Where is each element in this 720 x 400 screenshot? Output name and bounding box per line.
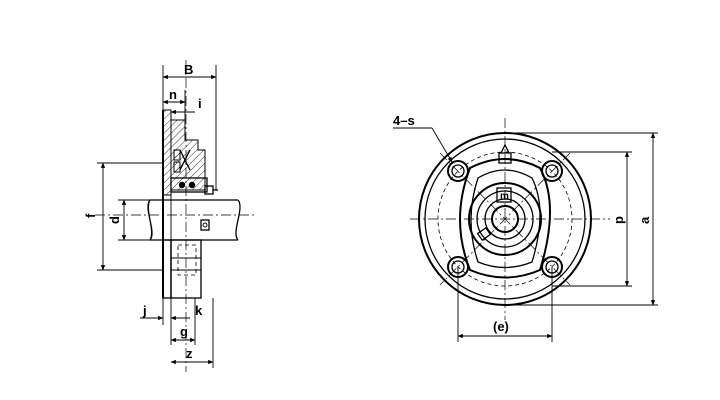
- label-d: d: [107, 216, 122, 224]
- dim-i: i: [170, 96, 202, 115]
- label-p: p: [611, 216, 626, 224]
- label-k: k: [195, 303, 203, 318]
- bolt-circle: [437, 151, 573, 287]
- bore: [491, 205, 519, 233]
- flange-section: [162, 109, 172, 299]
- grease-nipple-side: [476, 226, 492, 242]
- label-z: z: [186, 346, 193, 361]
- label-e: (e): [493, 319, 509, 334]
- marking-label: m: [500, 191, 509, 202]
- label-B: B: [184, 62, 193, 77]
- bolt-hole-tl: [447, 160, 469, 182]
- dim-p: p: [552, 151, 632, 287]
- bolt-hole-tr: [541, 160, 563, 182]
- bearing-outer: [468, 182, 542, 256]
- label-n: n: [169, 87, 177, 102]
- dim-d: d: [107, 199, 150, 241]
- dim-a: a: [505, 132, 658, 306]
- label-i: i: [198, 96, 202, 111]
- set-screw-block: [496, 187, 512, 203]
- dim-z: z: [170, 298, 214, 368]
- bearing-inner: [484, 198, 526, 240]
- label-bolt-holes: 4–s: [393, 113, 415, 128]
- label-a: a: [637, 216, 652, 224]
- dim-e: (e): [457, 267, 553, 342]
- side-view: B n i f d: [83, 60, 255, 372]
- front-view: m 4–s: [393, 113, 658, 342]
- label-f: f: [83, 213, 98, 218]
- label-g: g: [180, 324, 188, 339]
- housing-upper: [170, 119, 218, 195]
- dim-g: g: [170, 298, 196, 345]
- callout-4s: 4–s: [393, 113, 453, 163]
- flange-inner-rim: [424, 138, 586, 300]
- housing-boss: [459, 158, 551, 279]
- housing-lower: [170, 219, 210, 299]
- dim-j-k: j k: [140, 298, 203, 345]
- dim-n: n: [162, 87, 186, 120]
- bearing-seal: [476, 190, 534, 248]
- grease-nipple: [498, 143, 512, 164]
- label-j: j: [142, 303, 147, 318]
- shaft: [147, 199, 241, 241]
- dim-f: f: [83, 162, 163, 271]
